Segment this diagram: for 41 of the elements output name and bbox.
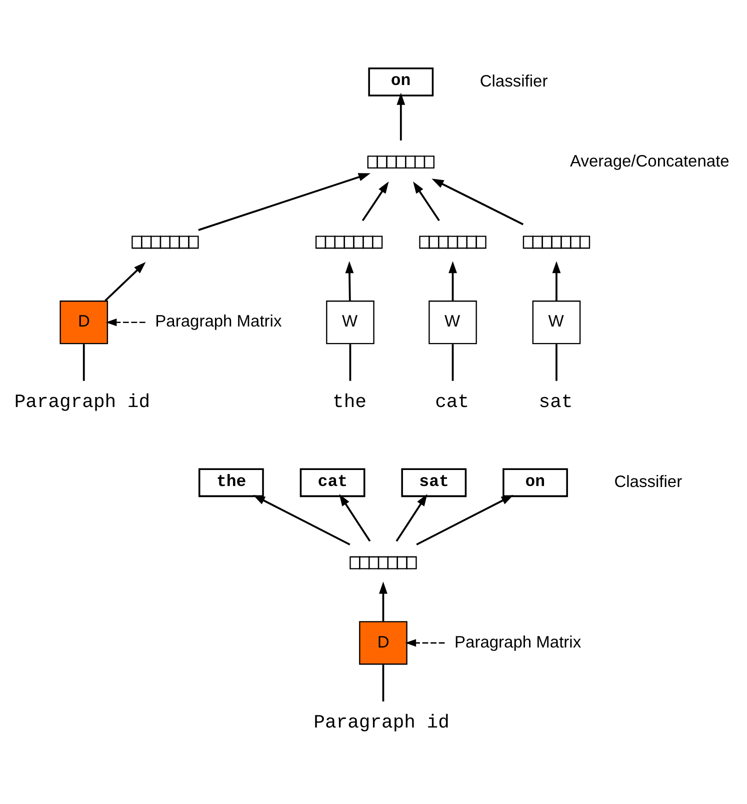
- node-text: Paragraph id: [314, 711, 450, 734]
- node-box: W: [428, 300, 477, 344]
- arrow: [104, 261, 146, 301]
- arrow: [379, 581, 388, 621]
- node-text: Paragraph Matrix: [155, 312, 282, 330]
- node-text: sat: [538, 390, 573, 412]
- arrow: [405, 638, 445, 646]
- connector: [556, 344, 558, 380]
- connector: [452, 344, 454, 380]
- node-box: W: [532, 300, 581, 344]
- arrow: [448, 260, 457, 300]
- node-box: cat: [300, 468, 366, 497]
- arrow: [552, 260, 561, 300]
- arrow: [106, 318, 146, 326]
- node-box: W: [326, 300, 374, 344]
- label: Average/Concatenate: [570, 152, 730, 170]
- arrow: [198, 172, 370, 230]
- arrow: [362, 180, 389, 221]
- node-box: on: [368, 67, 434, 96]
- connector: [349, 344, 352, 380]
- node-text: Paragraph id: [14, 390, 150, 412]
- node-text: the: [332, 390, 366, 412]
- arrow: [396, 493, 428, 542]
- node-box: sat: [401, 468, 467, 497]
- arrow: [416, 494, 514, 545]
- arrow: [396, 92, 406, 140]
- node-box: D: [359, 620, 408, 664]
- node-box: D: [60, 300, 108, 344]
- connector: [82, 344, 85, 380]
- connector: [382, 664, 384, 701]
- arrow: [339, 493, 371, 542]
- node-box: the: [198, 468, 264, 497]
- arrow: [432, 178, 524, 225]
- label: Classifier: [480, 72, 548, 90]
- node-box: on: [502, 468, 568, 497]
- node-text: Paragraph Matrix: [454, 632, 582, 651]
- arrow: [413, 180, 440, 221]
- arrow: [345, 260, 354, 300]
- node-text: cat: [435, 390, 470, 412]
- arrow: [252, 494, 350, 545]
- label: Classifier: [614, 472, 682, 491]
